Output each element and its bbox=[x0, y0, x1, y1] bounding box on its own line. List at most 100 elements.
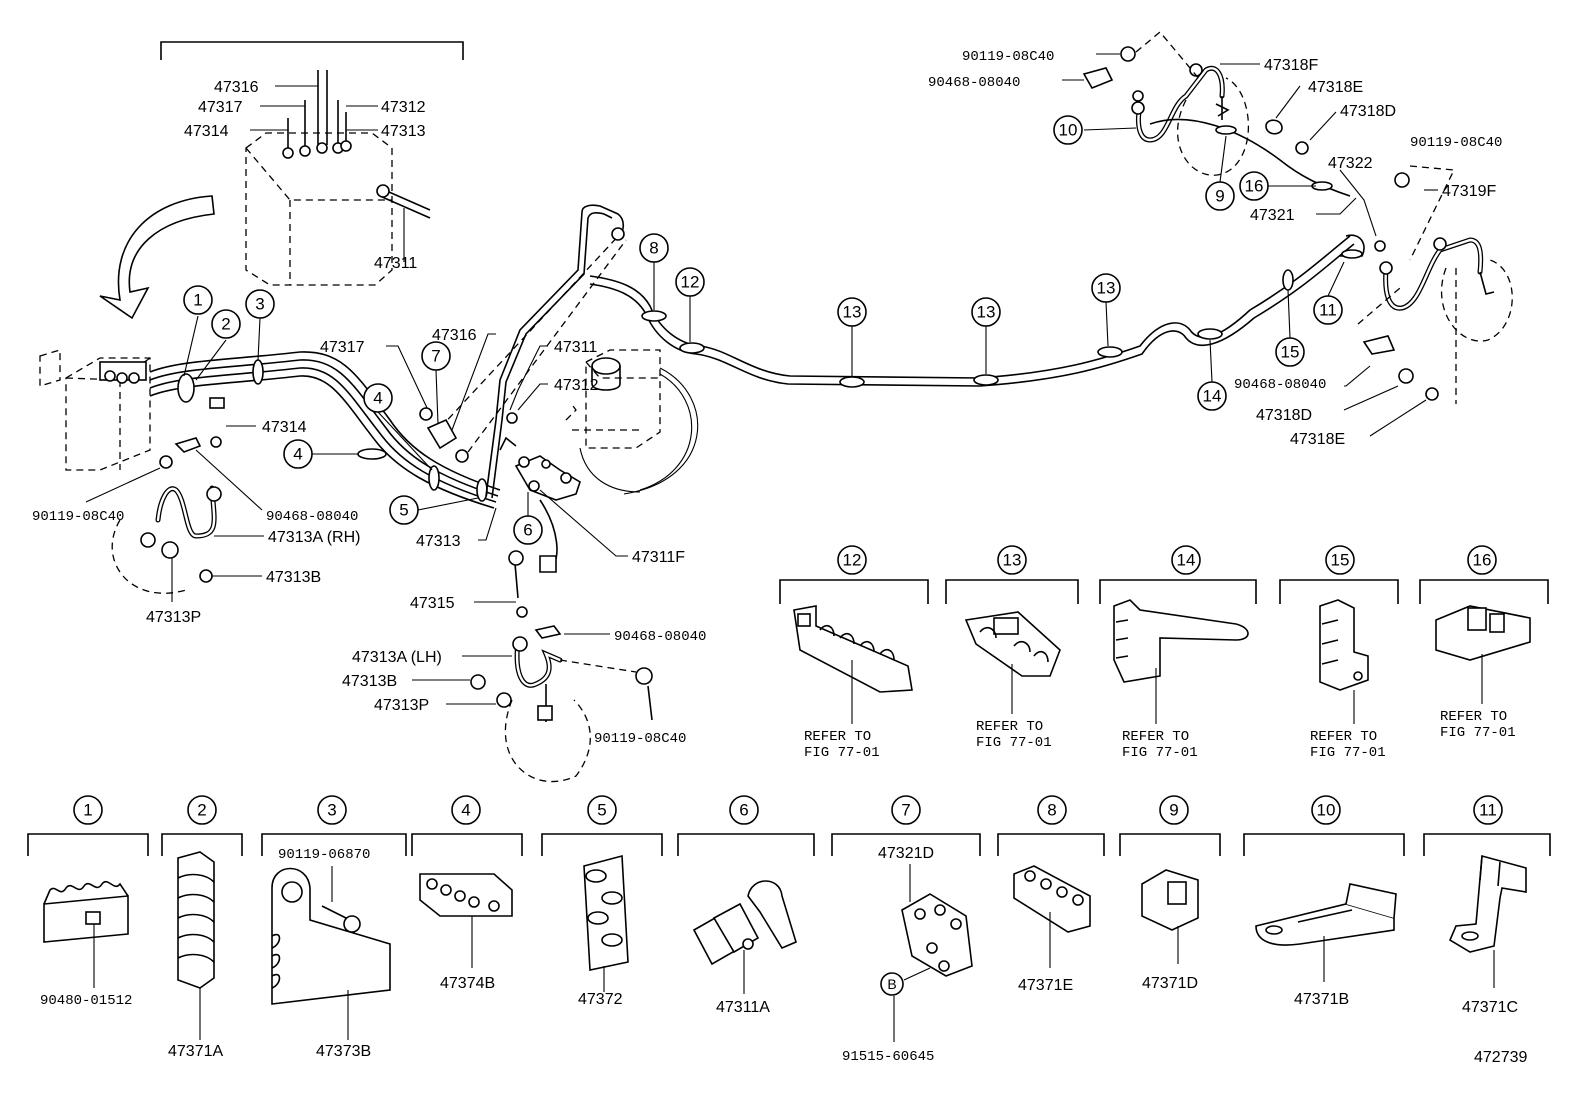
detail-5-number: 5 bbox=[597, 801, 606, 820]
detail-3: 3 90119-06870 47373B bbox=[261, 795, 407, 1060]
detail-7-number: 7 bbox=[901, 801, 910, 820]
label-90468-08040-right-bottom: 90468-08040 bbox=[1234, 377, 1326, 393]
callout-16: 16 bbox=[1245, 177, 1264, 196]
label-90468-08040-right-top: 90468-08040 bbox=[928, 75, 1020, 91]
callout-14: 14 bbox=[1203, 387, 1222, 406]
detail-6-part: 47311A bbox=[716, 999, 770, 1016]
callout-12: 12 bbox=[681, 273, 700, 292]
callout-2: 2 bbox=[221, 315, 230, 334]
callout-11: 11 bbox=[1319, 301, 1337, 320]
flex-hose-lh bbox=[512, 636, 563, 722]
label-90119-08C40-right-top: 90119-08C40 bbox=[962, 49, 1054, 65]
label-top-47313: 47313 bbox=[381, 123, 426, 140]
clamp-15-mark bbox=[1282, 269, 1294, 291]
curved-arrow-icon bbox=[99, 195, 215, 320]
detail-13-refer-line1: REFER TO bbox=[976, 719, 1043, 735]
figure-number: 472739 bbox=[1474, 1049, 1527, 1066]
detail-7: 7 47321D B 91515-60645 bbox=[831, 795, 981, 1065]
detail-16-number: 16 bbox=[1473, 551, 1492, 570]
rear-brake-tube bbox=[589, 235, 1355, 387]
detail-6-number: 6 bbox=[739, 801, 748, 820]
label-47319F: 47319F bbox=[1442, 183, 1496, 200]
label-47311F: 47311F bbox=[632, 549, 685, 566]
label-47313B-left: 47313B bbox=[266, 569, 321, 586]
clamp-1-mark bbox=[177, 373, 195, 403]
clamp-13a-mark bbox=[839, 376, 865, 388]
label-90468-08040-left: 90468-08040 bbox=[266, 509, 358, 525]
label-47318D-right-top: 47318D bbox=[1340, 103, 1396, 120]
detail-9: 9 47371D bbox=[1119, 795, 1221, 992]
label-47321: 47321 bbox=[1250, 207, 1295, 224]
detail-16: 16 REFER TO FIG 77-01 bbox=[1419, 545, 1549, 741]
detail-10: 10 47371B bbox=[1243, 795, 1405, 1008]
clamp-4-mark bbox=[357, 448, 387, 460]
detail-2-part: 47371A bbox=[168, 1043, 223, 1060]
callout-15: 15 bbox=[1281, 343, 1300, 362]
detail-1-part: 90480-01512 bbox=[40, 993, 132, 1009]
callout-13-a: 13 bbox=[843, 303, 862, 322]
label-90119-08C40-center: 90119-08C40 bbox=[594, 731, 686, 747]
label-90119-08C40-right-mid: 90119-08C40 bbox=[1410, 135, 1502, 151]
actuator-inset bbox=[160, 41, 464, 286]
detail-5: 5 47372 bbox=[541, 795, 663, 1008]
detail-13: 13 REFER TO FIG 77-01 bbox=[945, 545, 1079, 751]
detail-16-refer-line2: FIG 77-01 bbox=[1440, 725, 1516, 741]
detail-6: 6 47311A bbox=[677, 795, 815, 1016]
callout-5: 5 bbox=[399, 501, 408, 520]
rear-hose-right bbox=[1379, 237, 1495, 311]
label-47313A-LH: 47313A (LH) bbox=[352, 649, 442, 666]
detail-8: 8 47371E bbox=[997, 795, 1105, 994]
clamp-4b-mark bbox=[428, 465, 440, 491]
label-47313B-center: 47313B bbox=[342, 673, 397, 690]
detail-15: 15 REFER TO FIG 77-01 bbox=[1279, 545, 1399, 761]
rear-hose-upper bbox=[1131, 63, 1230, 143]
detail-2-number: 2 bbox=[197, 801, 206, 820]
detail-7-marker: B bbox=[887, 976, 896, 992]
label-47315: 47315 bbox=[410, 595, 455, 612]
callout-13-b: 13 bbox=[977, 303, 996, 322]
detail-9-part: 47371D bbox=[1142, 975, 1198, 992]
clamp-9-mark bbox=[1215, 125, 1237, 135]
clamp-8-mark bbox=[641, 310, 667, 322]
detail-3-part: 47373B bbox=[316, 1043, 371, 1060]
label-47317-center: 47317 bbox=[320, 339, 365, 356]
callout-9: 9 bbox=[1215, 187, 1224, 206]
clamp-14-mark bbox=[1197, 328, 1223, 340]
proportioning-valve bbox=[499, 436, 581, 501]
callout-4-lower: 4 bbox=[293, 445, 302, 464]
label-47318E-right-bottom: 47318E bbox=[1290, 431, 1345, 448]
clamp-11-mark bbox=[1341, 249, 1363, 259]
detail-11-number: 11 bbox=[1479, 801, 1497, 820]
front-tube-bundle bbox=[149, 351, 501, 509]
detail-14: 14 REFER TO FIG 77-01 bbox=[1099, 545, 1257, 761]
label-top-47311: 47311 bbox=[374, 255, 417, 272]
detail-10-number: 10 bbox=[1317, 801, 1336, 820]
detail-3-number: 3 bbox=[327, 801, 336, 820]
clamp-5-mark bbox=[476, 478, 488, 502]
label-47318F: 47318F bbox=[1264, 57, 1318, 74]
master-cylinder bbox=[565, 349, 699, 495]
detail-14-number: 14 bbox=[1177, 551, 1196, 570]
detail-14-refer-line2: FIG 77-01 bbox=[1122, 745, 1198, 761]
detail-1-number: 1 bbox=[83, 801, 92, 820]
clamp-3-mark bbox=[252, 359, 264, 385]
label-47313A-RH: 47313A (RH) bbox=[268, 529, 361, 546]
callout-1: 1 bbox=[193, 291, 202, 310]
label-top-47316: 47316 bbox=[214, 79, 259, 96]
callout-10: 10 bbox=[1059, 121, 1078, 140]
detail-15-refer-line1: REFER TO bbox=[1310, 729, 1377, 745]
detail-16-refer-line1: REFER TO bbox=[1440, 709, 1507, 725]
detail-7-part: 91515-60645 bbox=[842, 1049, 934, 1065]
clamp-13b-mark bbox=[973, 374, 999, 386]
detail-4-number: 4 bbox=[461, 801, 470, 820]
callout-13-c: 13 bbox=[1097, 279, 1116, 298]
detail-15-number: 15 bbox=[1331, 551, 1350, 570]
clamp-13c-mark bbox=[1097, 346, 1123, 358]
label-top-47312: 47312 bbox=[381, 99, 426, 116]
label-47312-center: 47312 bbox=[554, 377, 599, 394]
label-top-47314: 47314 bbox=[184, 123, 229, 140]
callout-7: 7 bbox=[431, 347, 440, 366]
label-90119-08C40-left: 90119-08C40 bbox=[32, 509, 124, 525]
actuator-bolts bbox=[282, 70, 352, 159]
